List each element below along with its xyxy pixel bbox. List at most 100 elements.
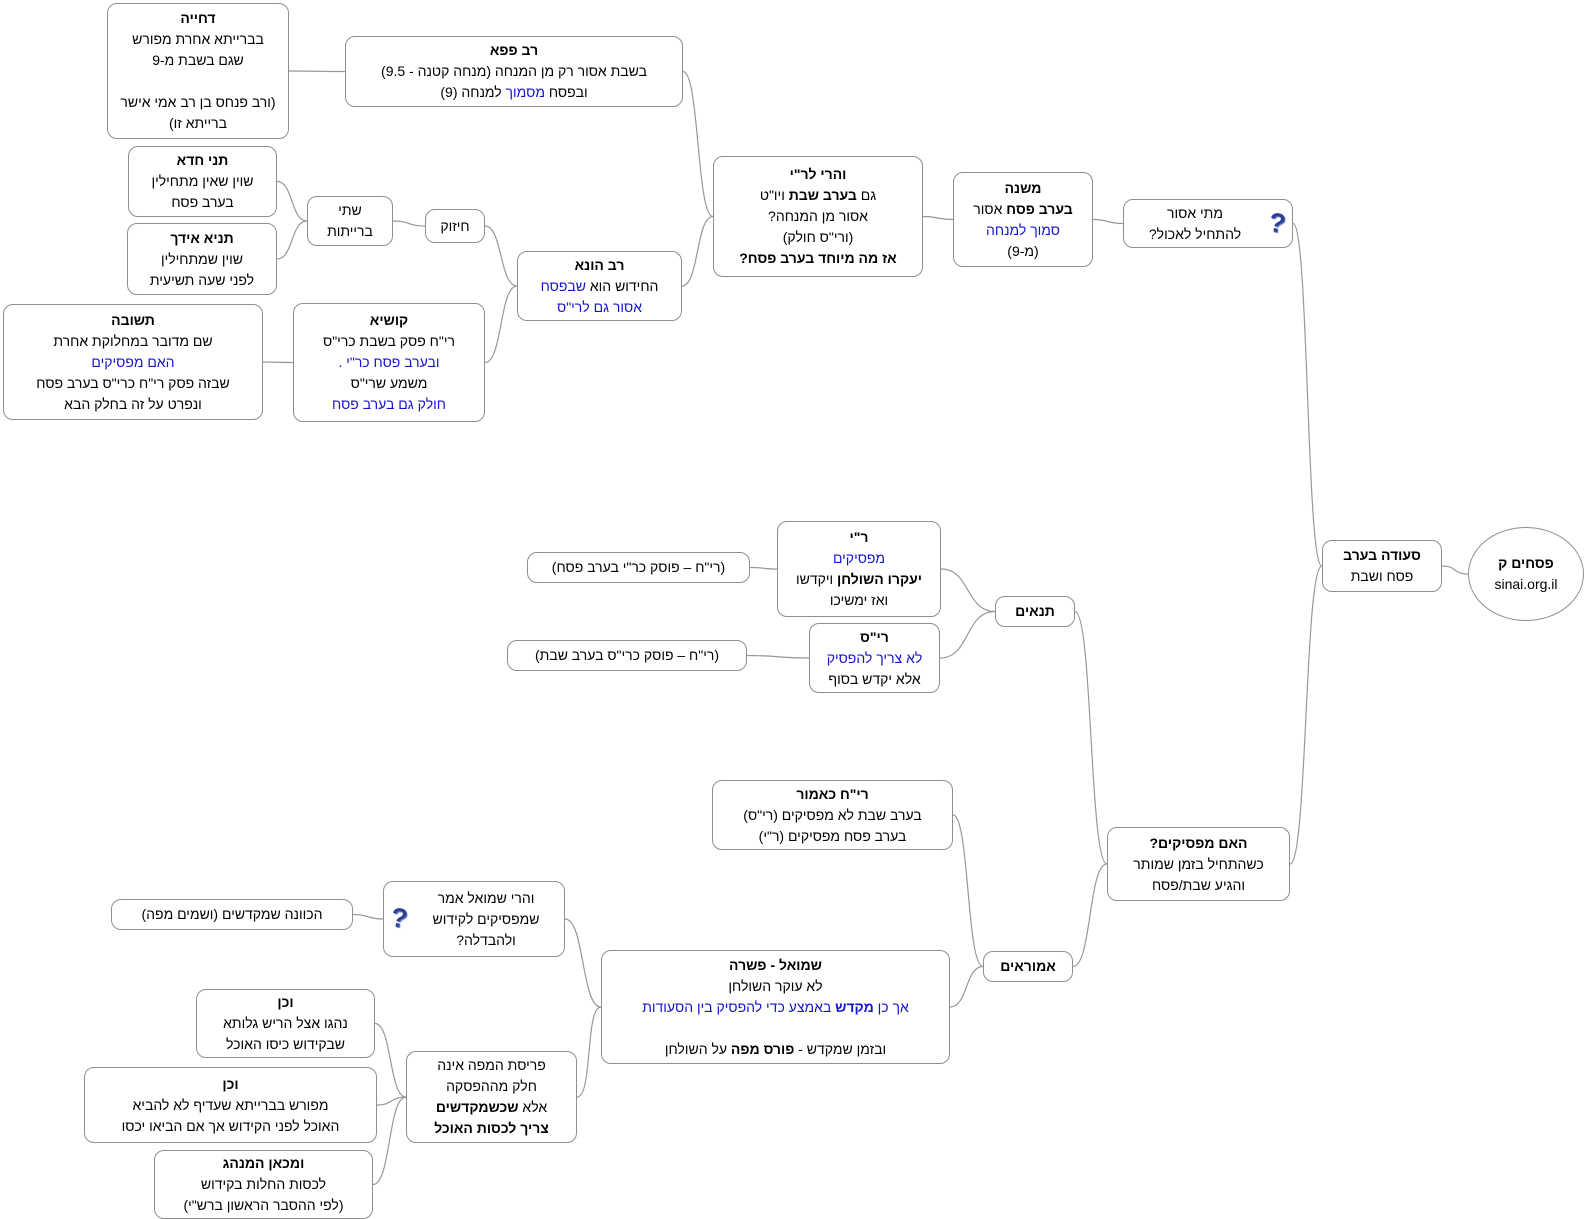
node-dchiya-line-5: ברייתא זו)	[114, 113, 282, 134]
node-tani-chada-line-0: תני חדא	[135, 150, 270, 171]
node-chizuk-line-0: חיזוק	[432, 216, 478, 237]
text-segment: מתי אסור	[1167, 204, 1223, 221]
text-segment: sinai.org.il	[1494, 576, 1558, 592]
text-segment: שמפסיקים לקידוש	[432, 910, 540, 927]
node-rav-huna-line-0: רב הונא	[524, 255, 675, 276]
node-hakavana-line-0: הכוונה שמקדשים (ושמים מפה)	[118, 904, 346, 925]
node-prisat-line-2: אלא שכשמקדשים	[413, 1097, 570, 1118]
connector-teshuva-to-kushya	[262, 361, 294, 364]
node-amoraim[interactable]: אמוראים	[983, 951, 1073, 982]
text-segment: תניא אידך	[170, 229, 234, 246]
node-hakavana[interactable]: הכוונה שמקדשים (ושמים מפה)	[111, 899, 353, 930]
text-segment: האוכל לפני הקידוש אך אם הביאו יכסו	[121, 1117, 340, 1134]
connector-rich-shabat-to-ris	[746, 654, 810, 659]
node-teshuva-line-2: האם מפסיקים	[10, 352, 256, 373]
node-prisat-line-1: חלק מההפסקה	[413, 1076, 570, 1097]
node-haim-mafsikim-line-2: והגיע שבת/פסח	[1114, 875, 1283, 896]
node-tanya-idach[interactable]: תניא אידך שוין שמתחילין לפני שעה תשיעית	[127, 223, 277, 295]
node-rich-kaamur-line-0: רי"ח כאמור	[719, 784, 946, 805]
text-segment: שוין שאין מתחילין	[151, 173, 254, 189]
text-segment: פסח ושבת	[1350, 568, 1414, 584]
node-ri-line-1: מפסיקים	[784, 548, 934, 569]
text-segment: וכן	[277, 994, 294, 1010]
node-shmuel-pshara-line-1: לא עוקר השולחן	[608, 976, 943, 997]
text-segment: שוין שמתחילין	[160, 250, 244, 267]
node-vechen-meforash-line-1: מפורש בברייתא שעדיף לא להביא	[91, 1095, 370, 1116]
text-segment: תני חדא	[176, 152, 229, 168]
node-dchiya-line-2: שגם בשבת מ-9	[114, 50, 282, 71]
text-segment: ומכאן המנהג	[222, 1155, 305, 1171]
node-rich-pesach[interactable]: (רי"ח – פוסק כר"י בערב פסח)	[527, 552, 750, 583]
node-vechen-nahagu-line-1: נהגו אצל הריש גלותא	[203, 1013, 368, 1034]
node-dchiya-line-3	[114, 71, 282, 92]
text-segment: תנאים	[1015, 603, 1055, 619]
text-segment: צריך לכסות האוכל	[434, 1120, 549, 1136]
node-vechen-nahagu[interactable]: וכן נהגו אצל הריש גלותא שבקידוש כיסו האוכל	[196, 989, 375, 1058]
text-segment: והרי לר"י	[789, 166, 847, 182]
connector-chizuk-to-rav-huna	[484, 225, 518, 287]
text-segment: פורס מפה	[730, 1040, 795, 1057]
text-segment: ויקדשו	[796, 571, 838, 587]
text-segment: מפסיקים	[832, 550, 886, 566]
node-chizuk[interactable]: חיזוק	[425, 209, 485, 243]
text-segment: (ורי"ס חולק)	[782, 229, 854, 245]
node-haim-mafsikim-line-0: האם מפסיקים?	[1114, 833, 1283, 854]
question-mark-icon: ?	[388, 901, 410, 935]
node-rav-papa[interactable]: רב פפא בשבת אסור רק מן המנחה (מנחה קטנה -…	[345, 36, 683, 107]
node-rich-shabat[interactable]: (רי"ח – פוסק כרי"ס בערב שבת)	[507, 640, 747, 671]
connector-shmuel-pshara-to-amoraim	[949, 965, 984, 1008]
text-segment: תשובה	[111, 311, 155, 328]
text-segment: לפני שעה תשיעית	[149, 271, 255, 288]
text-segment: סמוך למנחה	[986, 221, 1060, 238]
text-segment: ובערב פסח כר"י .	[338, 354, 440, 370]
node-umikan-line-2: (לפי ההסבר הראשון ברש"י)	[161, 1195, 366, 1216]
text-segment: באמצע כדי להפסיק בין הסעודות	[642, 998, 836, 1015]
text-segment: למנחה (9)	[440, 84, 506, 100]
text-segment: בשבת אסור רק מן המנחה (מנחה קטנה - 9.5)	[381, 63, 647, 79]
node-rav-papa-line-0: רב פפא	[352, 40, 676, 61]
text-segment: וכן	[222, 1075, 239, 1092]
connector-tani-chada-to-shtei-braytot	[276, 180, 308, 222]
node-kushya-line-4: חולק גם בערב פסח	[300, 394, 478, 415]
node-root-line-1: sinai.org.il	[1475, 574, 1577, 595]
text-segment: שבקידוש כיסו האוכל	[226, 1036, 345, 1052]
node-teshuva-line-3: שבזה פסק רי"ח כרי"ס בערב פסח	[10, 373, 256, 394]
connector-matai-asur-to-seuda	[1292, 222, 1323, 567]
text-segment: רב פפא	[489, 42, 539, 58]
node-vechen-nahagu-line-2: שבקידוש כיסו האוכל	[203, 1034, 368, 1055]
text-segment: ואז ימשיכו	[829, 592, 889, 608]
text-segment: והגיע שבת/פסח	[1151, 876, 1246, 893]
connector-mishna-to-matai-asur	[1092, 218, 1124, 225]
text-segment: (רי"ח – פוסק כרי"ס בערב שבת)	[534, 647, 720, 663]
node-rich-pesach-line-0: (רי"ח – פוסק כר"י בערב פסח)	[534, 557, 743, 578]
text-segment: שתי	[338, 202, 362, 218]
connector-amoraim-to-haim-mafsikim	[1072, 863, 1108, 968]
node-vaharei-shmuel-line-2: ולהבדלה?	[414, 930, 558, 951]
connector-prisat-to-shmuel-pshara	[576, 1006, 602, 1098]
node-tanaim[interactable]: תנאים	[995, 596, 1075, 627]
text-segment: אסור	[973, 200, 1007, 217]
text-segment: מסמוך	[505, 84, 545, 100]
node-vaharei-lari-line-1: גם בערב שבת ויו"ט	[720, 185, 916, 206]
